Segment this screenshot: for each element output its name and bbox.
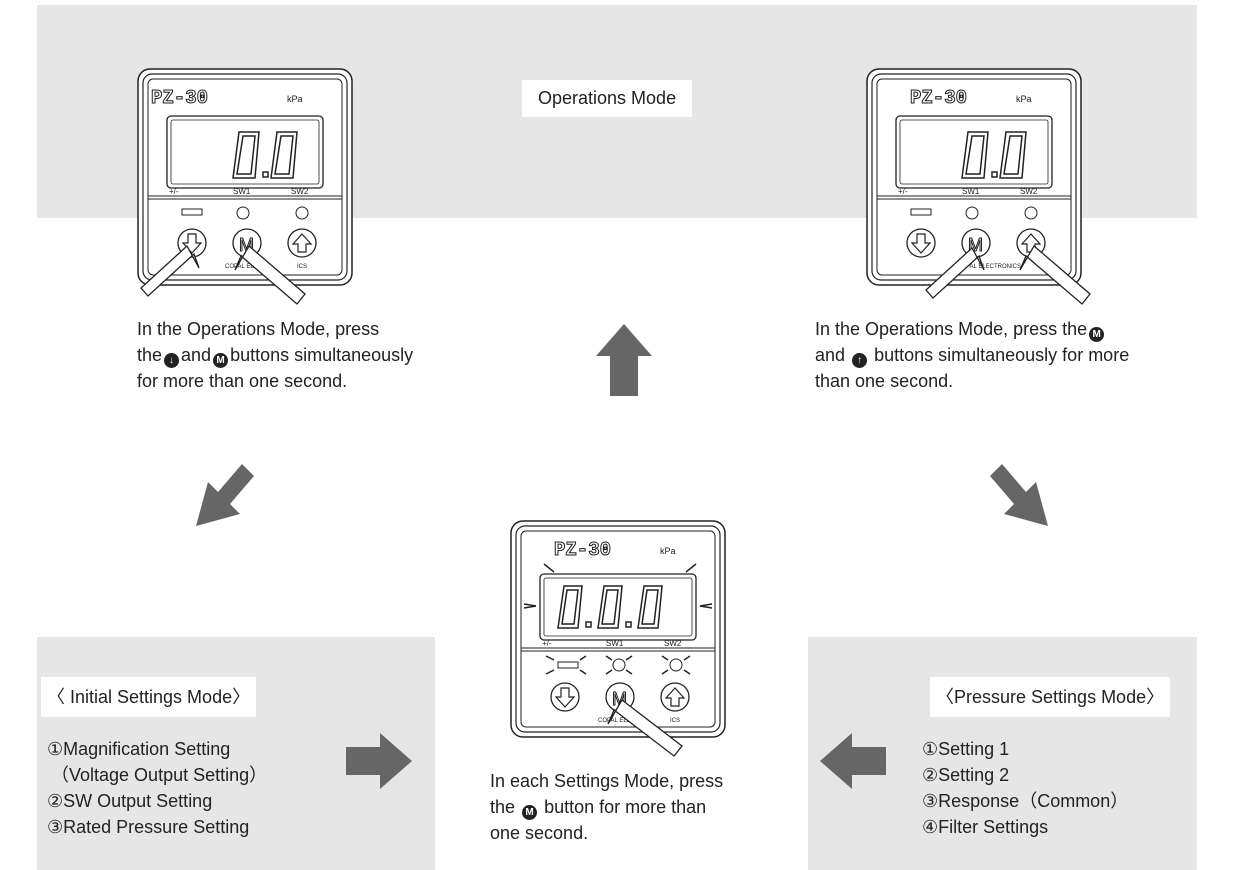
device-right: PZ-30 kPa +/- SW1 SW2 M PAL ELECTRONICS (866, 68, 1091, 305)
brand-label-right: PAL ELECTRONICS (966, 264, 1021, 270)
mode-button-icon: M (522, 805, 538, 820)
brand-label-left: COPAL ELE (225, 264, 258, 270)
initial-settings-list: ①Magnification Setting （Voltage Output S… (47, 736, 267, 840)
sw1-label: SW1 (233, 187, 251, 196)
sw2-label: SW2 (664, 639, 682, 648)
arrow-left (820, 733, 886, 789)
initial-settings-title: 〈 Initial Settings Mode〉 (41, 677, 257, 717)
model-label: PZ-30 (151, 87, 208, 109)
model-label: PZ-30 (554, 539, 611, 561)
down-button (177, 228, 207, 258)
up-button-icon: ↑ (852, 353, 868, 368)
mode-button-icon: M (213, 353, 229, 368)
unit-label: kPa (287, 94, 303, 104)
instruction-center: In each Settings Mode, press the M butto… (490, 771, 724, 843)
list-item: （Voltage Output Setting） (51, 765, 268, 785)
sw1-label: SW1 (606, 639, 624, 648)
model-label: PZ-30 (910, 87, 967, 109)
arrow-up (596, 324, 652, 396)
device-left: PZ-30 kPa +/- SW1 SW2 M COPAL ELE ICS (137, 68, 353, 305)
blink-marks (523, 563, 713, 675)
operations-mode-label: Operations Mode (522, 80, 693, 117)
sign-label: +/- (898, 187, 908, 196)
list-item: ①Setting 1 (922, 739, 1010, 759)
sw2-label: SW2 (1020, 187, 1038, 196)
pressure-settings-list: ①Setting 1 ②Setting 2 ③Response（Common） … (922, 736, 1128, 840)
list-item: ④Filter Settings (922, 817, 1049, 837)
unit-label: kPa (1016, 94, 1032, 104)
unit-label: kPa (660, 546, 676, 556)
up-button (287, 228, 317, 258)
brand-label-center: COPAL ELE (598, 718, 631, 724)
arrow-down-right (990, 464, 1048, 526)
list-item: ②Setting 2 (922, 765, 1010, 785)
display-digits (232, 131, 298, 179)
sw2-label: SW2 (291, 187, 309, 196)
list-item: ③Response（Common） (922, 791, 1129, 811)
down-button-icon: ↓ (164, 353, 180, 368)
mode-button-icon: M (1089, 327, 1105, 342)
list-item: ②SW Output Setting (47, 791, 213, 811)
list-item: ③Rated Pressure Setting (47, 817, 250, 837)
list-item: ①Magnification Setting (47, 739, 231, 759)
svg-text:ICS: ICS (297, 264, 307, 270)
sign-label: +/- (542, 639, 552, 648)
display-digits-all (557, 585, 663, 629)
svg-text:ICS: ICS (670, 718, 680, 724)
sign-label: +/- (169, 187, 179, 196)
sw1-label: SW1 (962, 187, 980, 196)
pressure-settings-title: 〈Pressure Settings Mode〉 (930, 677, 1171, 717)
arrow-right (346, 733, 412, 789)
display-digits (961, 131, 1027, 179)
device-center: PZ-30 kPa +/- SW1 SW2 M COPAL ELE ICS (510, 520, 726, 757)
arrow-down-left (196, 464, 254, 526)
